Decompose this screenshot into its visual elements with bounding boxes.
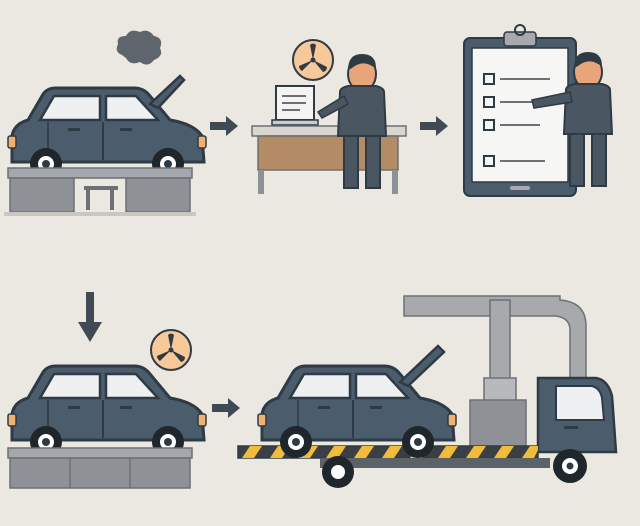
step-tow-truck-transport <box>237 295 618 488</box>
clipboard-checklist-icon <box>463 24 577 197</box>
step-diagnosis <box>251 39 407 194</box>
step-repaired-car <box>6 329 208 489</box>
car-on-truck <box>256 364 458 460</box>
step-car-breakdown <box>4 30 208 216</box>
step-repair-checklist <box>463 24 613 197</box>
lift-platform <box>7 447 193 489</box>
exhaust-pipes <box>403 295 587 449</box>
flatbed-tow-truck-icon <box>237 376 618 488</box>
right-arrow-icon <box>420 116 448 136</box>
inspector-arm <box>531 91 573 109</box>
open-hood <box>147 74 186 110</box>
fan-diagnostic-icon <box>292 39 334 81</box>
laptop-icon <box>271 85 319 126</box>
smoke-icon <box>116 30 162 65</box>
lift-platform <box>4 167 196 216</box>
down-arrow-icon <box>78 292 102 342</box>
right-arrow-icon <box>212 398 240 418</box>
fan-badge-icon <box>150 329 192 371</box>
repaired-car <box>6 364 208 460</box>
car-with-open-hood <box>6 86 208 182</box>
open-hood <box>397 344 446 388</box>
technician-arm <box>316 94 349 119</box>
right-arrow-icon <box>210 116 238 136</box>
